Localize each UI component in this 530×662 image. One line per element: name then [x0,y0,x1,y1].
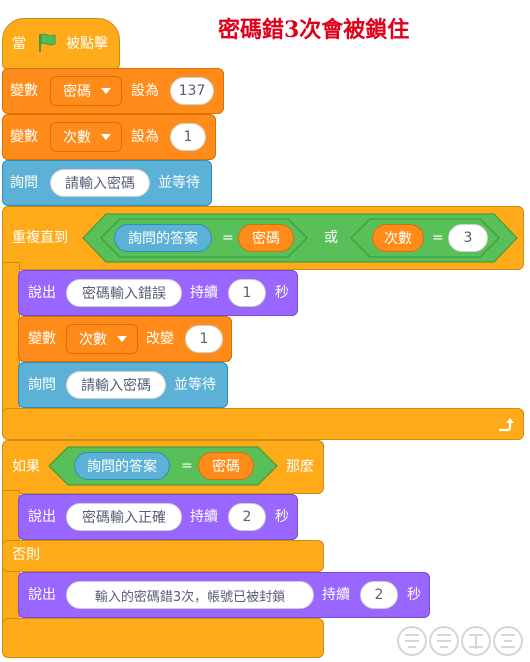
say-label: 說出 [28,285,56,301]
say-message-input[interactable]: 輸入的密碼錯3次，帳號已被封鎖 [66,581,314,609]
watermark-seal [397,626,523,656]
change-value-input[interactable]: 1 [185,325,223,353]
seconds-input[interactable]: 1 [228,279,266,307]
caret-down-icon [117,336,127,342]
say-message-input[interactable]: 密碼輸入錯誤 [66,279,182,307]
secs-label: 秒 [275,509,289,525]
answer-reporter[interactable]: 詢問的答案 [74,452,170,480]
else-band [2,540,324,572]
else-label: 否則 [12,547,40,563]
repeat-arrow-icon [496,416,514,438]
var-name: 次數 [63,130,91,146]
secs-label: 秒 [275,285,289,301]
or-label: 或 [324,230,338,246]
ask-label: 詢問 [10,175,38,191]
repeat-until-bottom [2,408,524,440]
caret-down-icon [101,88,111,94]
when-label: 當 [12,36,26,52]
var-name: 次數 [79,332,107,348]
set-label: 變數 [10,83,38,99]
seconds-input[interactable]: 2 [360,581,398,609]
seconds-input[interactable]: 2 [228,503,266,531]
wait-label: 並等待 [158,175,200,191]
password-reporter[interactable]: 密碼 [198,452,254,480]
set-to-label: 設為 [131,129,159,145]
if-else-bottom [2,618,324,658]
var-dropdown-count[interactable]: 次數 [66,324,138,354]
password-reporter[interactable]: 密碼 [238,224,294,252]
say-message-input[interactable]: 密碼輸入正確 [66,503,182,531]
secs-label: 秒 [407,587,421,603]
when-flag-clicked-block[interactable] [2,18,120,70]
say-label: 說出 [28,587,56,603]
green-flag-icon[interactable] [36,32,58,58]
equals-sign: = [181,458,193,474]
wait-label: 並等待 [174,377,216,393]
equals-sign: = [432,230,444,246]
set-to-label: 設為 [131,83,159,99]
var-dropdown-password[interactable]: 密碼 [50,76,122,106]
var-dropdown-count[interactable]: 次數 [50,122,122,152]
if-label: 如果 [12,459,40,475]
clicked-label: 被點擊 [66,36,108,52]
value-input-137[interactable]: 137 [170,77,214,105]
ask-prompt-input[interactable]: 請輸入密碼 [66,371,166,399]
var-name: 密碼 [63,84,91,100]
say-label: 說出 [28,509,56,525]
value-input-3[interactable]: 3 [448,224,488,252]
for-label: 持續 [190,285,218,301]
then-label: 那麼 [286,459,314,475]
page-title: 密碼錯3次會被鎖住 [218,17,410,43]
repeat-until-label: 重複直到 [12,230,68,246]
change-by-label: 改變 [146,331,174,347]
answer-reporter[interactable]: 詢問的答案 [114,224,212,252]
ask-prompt-input[interactable]: 請輸入密碼 [50,169,150,197]
caret-down-icon [101,134,111,140]
for-label: 持續 [190,509,218,525]
count-reporter[interactable]: 次數 [372,224,424,252]
equals-sign: = [222,230,234,246]
ask-label: 詢問 [28,377,56,393]
for-label: 持續 [322,587,350,603]
set-label: 變數 [10,129,38,145]
change-var-label: 變數 [28,331,56,347]
value-input-1[interactable]: 1 [170,123,206,151]
